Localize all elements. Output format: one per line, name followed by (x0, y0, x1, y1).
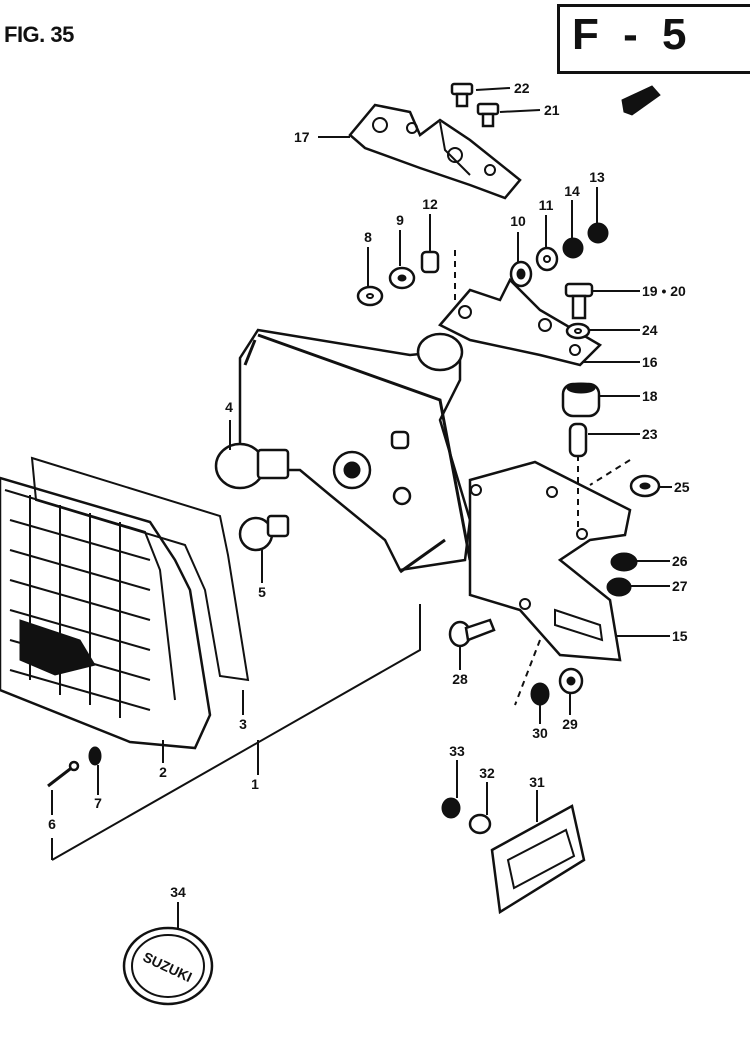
washer-26-part (610, 552, 638, 572)
callout-23: 23 (642, 426, 658, 442)
nut-25-part (629, 474, 661, 498)
washer-11-part (535, 246, 559, 272)
callout-5: 5 (258, 584, 266, 600)
nut-29-part (558, 667, 584, 695)
washer-9-part (388, 266, 416, 290)
callout-29: 29 (562, 716, 578, 732)
callout-34: 34 (170, 884, 186, 900)
callout-19-20: 19 • 20 (642, 283, 686, 299)
callout-17: 17 (294, 129, 310, 145)
nut-27-part (606, 577, 632, 597)
spacer-12-part (420, 250, 440, 274)
bolt-21-part (476, 102, 500, 128)
callout-18: 18 (642, 388, 658, 404)
plate-lamp-lens-part (490, 804, 586, 915)
collar-23-part (568, 422, 588, 458)
callout-32: 32 (479, 765, 495, 781)
washer-32-part (468, 813, 492, 835)
lens-assembly-part (0, 476, 212, 750)
callout-16: 16 (642, 354, 658, 370)
callout-9: 9 (396, 212, 404, 228)
callout-24: 24 (642, 322, 658, 338)
section-code: F - 5 (572, 10, 693, 59)
callout-7: 7 (94, 795, 102, 811)
figure-title: FIG. 35 (4, 22, 74, 47)
nut-33-part (441, 797, 461, 819)
callout-2: 2 (159, 764, 167, 780)
callout-30: 30 (532, 725, 548, 741)
section-box (557, 4, 750, 74)
callout-27: 27 (672, 578, 688, 594)
grommet-18-part (561, 382, 601, 418)
emblem-34-part: SUZUKI (122, 926, 214, 1006)
callout-3: 3 (239, 716, 247, 732)
washer-24-part (565, 322, 591, 340)
washer-8-part (356, 285, 384, 307)
nut-14-part (562, 237, 584, 259)
screw-28-part (448, 618, 496, 648)
washer-7-part (88, 746, 102, 766)
gasket-3-part (30, 456, 250, 682)
callout-26: 26 (672, 553, 688, 569)
plate-bracket-part (468, 460, 632, 662)
callout-14: 14 (564, 183, 580, 199)
callout-8: 8 (364, 229, 372, 245)
callout-22: 22 (514, 80, 530, 96)
callout-33: 33 (449, 743, 465, 759)
callout-4: 4 (225, 399, 233, 415)
callout-11: 11 (539, 197, 554, 213)
washer-30-part (530, 682, 550, 706)
callout-1: 1 (251, 776, 259, 792)
callout-31: 31 (529, 774, 545, 790)
callout-12: 12 (422, 196, 438, 212)
callout-13: 13 (589, 169, 605, 185)
callout-15: 15 (672, 628, 688, 644)
bolt-22-part (450, 82, 474, 108)
callout-10: 10 (510, 213, 526, 229)
bulb-4-part (214, 442, 290, 490)
bulb-5-part (238, 514, 290, 552)
screw-6-part (47, 760, 80, 788)
bolt-19-20-part (564, 282, 594, 320)
upper-bracket-part (348, 103, 522, 200)
callout-21: 21 (544, 102, 560, 118)
direction-arrow-icon (621, 85, 661, 116)
callout-28: 28 (452, 671, 468, 687)
assembly-guide-lines (51, 250, 631, 861)
washer-10-part (509, 260, 533, 288)
nut-13-part (587, 222, 609, 244)
callout-leader-lines (51, 87, 672, 930)
callout-labels: 1 2 3 4 5 6 7 8 9 10 11 12 13 14 15 16 1… (48, 80, 690, 900)
callout-6: 6 (48, 816, 56, 832)
callout-25: 25 (674, 479, 690, 495)
lamp-housing-part (238, 328, 472, 574)
